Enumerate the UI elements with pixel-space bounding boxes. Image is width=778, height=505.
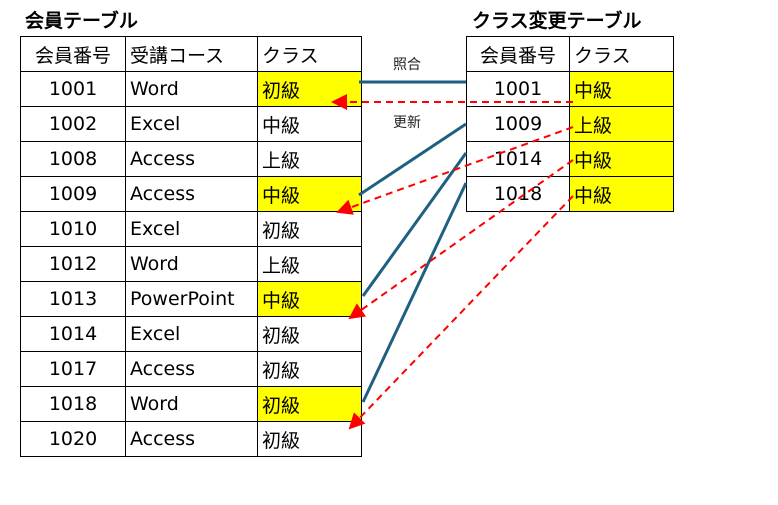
member-id-cell: 1009 [466,106,570,142]
member-id-cell: 1018 [20,386,126,422]
class-cell: 中級 [257,106,362,142]
class-cell: 初級 [257,386,362,422]
course-cell: Word [125,71,258,107]
member-id-header: 会員番号 [20,36,126,72]
member-id-cell: 1020 [20,421,126,457]
member-id-header: 会員番号 [466,36,570,72]
class-cell: 中級 [569,141,674,177]
member-id-cell: 1002 [20,106,126,142]
class-cell: 上級 [257,141,362,177]
match-line-1018 [361,182,468,403]
class-cell: 初級 [257,421,362,457]
course-cell: Word [125,246,258,282]
member-id-cell: 1013 [20,281,126,317]
member-id-cell: 1001 [20,71,126,107]
course-cell: Access [125,351,258,387]
class-cell: 初級 [257,351,362,387]
update-arrow-1009 [336,126,574,215]
class-cell: 上級 [569,106,674,142]
update-label: 更新 [393,115,421,131]
course-cell: Access [125,141,258,177]
course-cell: Word [125,386,258,422]
course-cell: Access [125,176,258,212]
member-id-cell: 1010 [20,211,126,247]
member-id-cell: 1014 [20,316,126,352]
class-cell: 中級 [257,281,362,317]
match-line-1009 [358,122,467,197]
class-header: クラス [257,36,362,72]
members-table-title: 会員テーブル [25,10,138,32]
class-cell: 上級 [257,246,362,282]
class-header: クラス [569,36,674,72]
changes-table-title: クラス変更テーブル [472,10,642,32]
header-row: 会員番号クラス [466,36,674,72]
member-id-cell: 1017 [20,351,126,387]
member-id-cell: 1018 [466,176,570,212]
class-cell: 初級 [257,71,362,107]
header-row: 会員番号受講コースクラス [20,36,362,72]
course-cell: Excel [125,211,258,247]
match-line-1014 [361,152,468,297]
update-arrow-1018 [348,195,574,430]
member-id-cell: 1012 [20,246,126,282]
member-id-cell: 1009 [20,176,126,212]
member-id-cell: 1014 [466,141,570,177]
update-arrow-1014 [348,159,574,320]
match-label: 照合 [393,57,421,73]
class-cell: 中級 [569,176,674,212]
course-cell: Access [125,421,258,457]
course-cell: Excel [125,106,258,142]
